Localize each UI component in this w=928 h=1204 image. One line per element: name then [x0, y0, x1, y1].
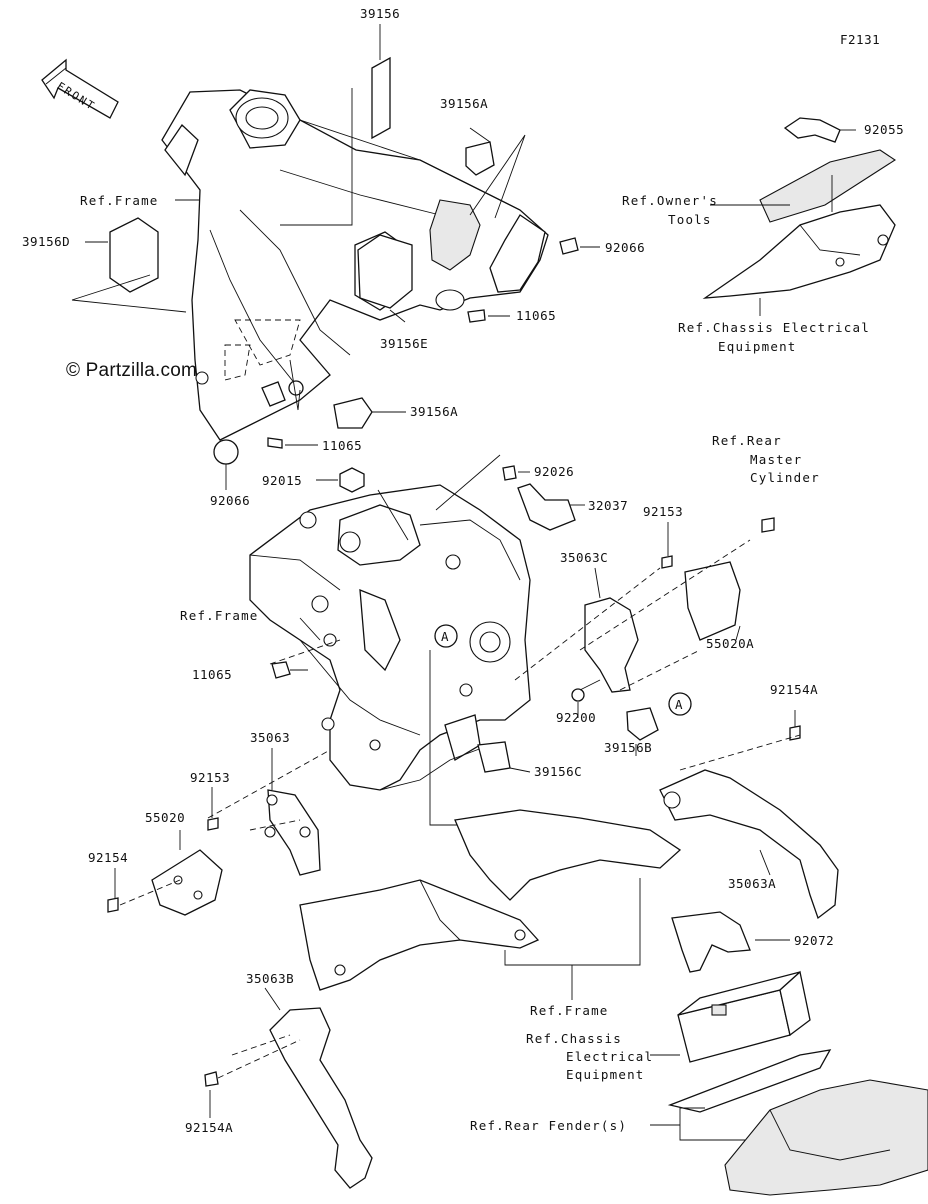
pad-39156B	[626, 707, 659, 741]
label-92066-left: 92066	[210, 493, 250, 508]
label-92026: 92026	[534, 464, 574, 479]
ref-rear-master-3: Cylinder	[750, 470, 820, 485]
callout-a-left-label: A	[441, 629, 449, 644]
ref-frame-mid: Ref.Frame	[180, 608, 259, 623]
bracket-small	[261, 381, 286, 407]
right-footrest-assembly	[659, 725, 839, 920]
left-footrest-assembly	[107, 789, 321, 916]
ref-chassis-low-2: Electrical	[566, 1049, 653, 1064]
label-11065-low: 11065	[322, 438, 362, 453]
label-92153-right: 92153	[643, 504, 683, 519]
pad-39156	[371, 56, 391, 140]
grommet-92066-left	[213, 439, 239, 465]
battery-assembly	[667, 911, 928, 1196]
front-arrow-icon: FRONT	[41, 58, 119, 119]
label-11065-mid: 11065	[516, 308, 556, 323]
toolkit-assembly	[702, 117, 897, 299]
cover-39156D	[109, 217, 159, 293]
label-92154A-right: 92154A	[770, 682, 818, 697]
watermark: © Partzilla.com	[66, 360, 198, 381]
nut-92015	[339, 467, 365, 493]
label-92154A-left: 92154A	[185, 1120, 233, 1135]
label-35063C: 35063C	[560, 550, 608, 565]
grommet-small	[288, 380, 304, 396]
label-35063B: 35063B	[246, 971, 294, 986]
label-35063A: 35063A	[728, 876, 776, 891]
label-11065-side: 11065	[192, 667, 232, 682]
label-39156A-lower: 39156A	[410, 404, 458, 419]
label-92072: 92072	[794, 933, 834, 948]
label-92153-left: 92153	[190, 770, 230, 785]
ref-owners-tools-2: Tools	[668, 212, 712, 227]
label-39156B: 39156B	[604, 740, 652, 755]
guard-55020A	[684, 561, 741, 641]
ref-rear-master-2: Master	[750, 452, 802, 467]
label-92015: 92015	[262, 473, 302, 488]
cover-39156E	[357, 234, 413, 309]
ref-chassis-top-2: Equipment	[718, 339, 797, 354]
bolt-92153-right	[661, 555, 673, 569]
callout-a-right-label: A	[675, 697, 683, 712]
spacer-11065-low	[267, 437, 283, 449]
label-35063: 35063	[250, 730, 290, 745]
ref-chassis-low-3: Equipment	[566, 1067, 645, 1082]
left-rear-footrest-assembly	[204, 1007, 373, 1189]
callout-a-right	[668, 692, 692, 716]
label-39156D: 39156D	[22, 234, 70, 249]
figure-id: F2131	[840, 32, 880, 47]
label-92066-right: 92066	[605, 240, 645, 255]
label-39156E: 39156E	[380, 336, 428, 351]
label-39156C: 39156C	[534, 764, 582, 779]
ref-frame-top: Ref.Frame	[80, 193, 159, 208]
washer-92200	[571, 688, 585, 702]
collar-92026	[502, 465, 517, 481]
pad-39156A-upper	[465, 141, 495, 176]
ref-rear-fender: Ref.Rear Fender(s)	[470, 1118, 627, 1133]
ref-owners-tools-1: Ref.Owner's	[622, 193, 718, 208]
callout-a-left	[434, 624, 458, 648]
ref-chassis-low-1: Ref.Chassis	[526, 1031, 622, 1046]
bolt-32037-bracket	[517, 483, 576, 531]
ref-chassis-top-1: Ref.Chassis Electrical	[678, 320, 870, 335]
pad-39156C	[477, 741, 511, 773]
label-92055: 92055	[864, 122, 904, 137]
spacer-11065-mid	[467, 309, 486, 323]
label-55020A: 55020A	[706, 636, 754, 651]
grommet-92066-right	[559, 237, 579, 255]
label-92154: 92154	[88, 850, 128, 865]
pad-39156A-lower	[333, 397, 373, 429]
lower-frame-rails	[299, 809, 682, 991]
footrest-bracket-35063C	[584, 597, 639, 693]
label-92200: 92200	[556, 710, 596, 725]
label-39156A-top: 39156A	[440, 96, 488, 111]
ref-rear-master-1: Ref.Rear	[712, 433, 782, 448]
label-32037: 32037	[588, 498, 628, 513]
label-55020: 55020	[145, 810, 185, 825]
ref-frame-low: Ref.Frame	[530, 1003, 609, 1018]
spacer-11065-side	[271, 661, 291, 679]
label-39156: 39156	[360, 6, 400, 21]
bolt-right-upper	[761, 517, 775, 533]
